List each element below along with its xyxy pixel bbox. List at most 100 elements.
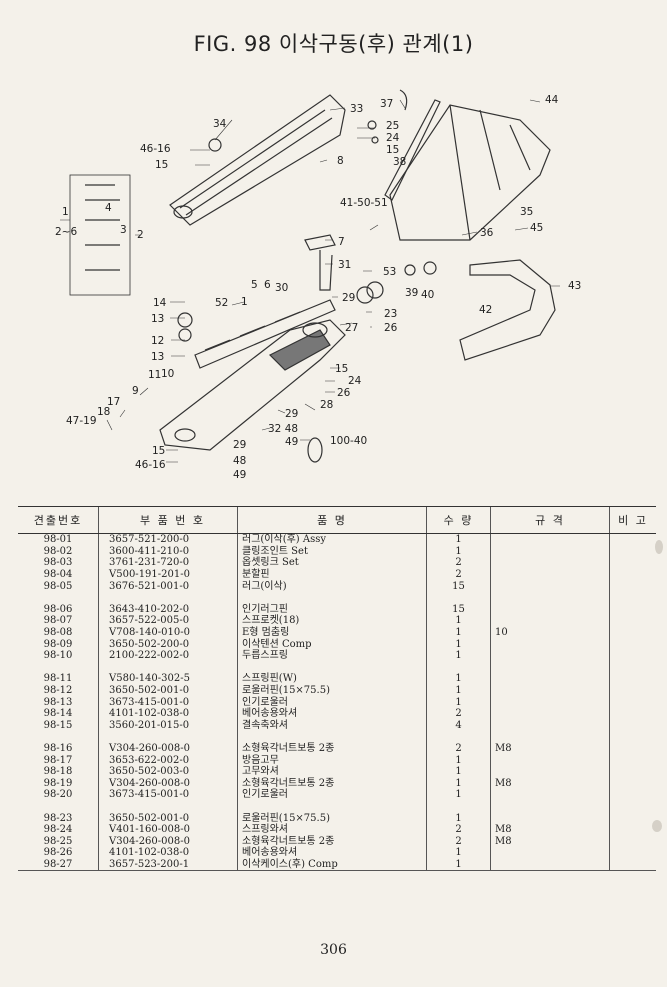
cell-remarks bbox=[609, 789, 656, 801]
cell-part-no: 3650-502-001-0 bbox=[98, 684, 238, 697]
callout-46-16-b: 46-16 bbox=[135, 459, 166, 471]
cell-ref-no: 98-08 bbox=[43, 627, 73, 639]
cell-ref-no: 98-09 bbox=[43, 638, 73, 650]
cell-ref-no: 98-16 bbox=[43, 742, 73, 754]
cell-spec bbox=[490, 568, 610, 581]
callout-4: 4 bbox=[105, 202, 112, 214]
exploded-parts-diagram: 33 34 37 44 25 24 15 38 46-16 15 8 1 2~6… bbox=[30, 80, 640, 490]
cell-quantity: 4 bbox=[426, 719, 491, 732]
callout-11: 11 bbox=[148, 369, 161, 381]
callout-18: 18 bbox=[97, 406, 110, 418]
cell-part-no bbox=[98, 661, 238, 674]
cell-spec bbox=[490, 812, 610, 824]
cell-quantity: 2 bbox=[426, 568, 491, 581]
cell-ref-no: 98-05 bbox=[43, 580, 73, 592]
cell-ref-no bbox=[18, 801, 99, 813]
cell-ref-no bbox=[18, 662, 99, 674]
cell-spec bbox=[490, 684, 610, 697]
cell-part-name: 로울러핀(15×75.5) bbox=[237, 684, 427, 697]
cell-quantity: 1 bbox=[426, 812, 491, 824]
callout-32-48: 32 48 bbox=[268, 423, 298, 435]
cell-part-no: 4101-102-038-0 bbox=[98, 707, 238, 720]
cell-part-no: 3657-523-200-1 bbox=[98, 858, 238, 872]
cell-quantity bbox=[426, 661, 491, 674]
cell-part-no: 3673-415-001-0 bbox=[98, 789, 238, 801]
header-part-no: 부 품 번 호 bbox=[98, 506, 238, 534]
cell-remarks bbox=[609, 858, 656, 872]
callout-17: 17 bbox=[107, 396, 120, 408]
cell-spec bbox=[490, 545, 610, 558]
cell-ref-no: 98-02 bbox=[43, 545, 73, 557]
cell-quantity: 1 bbox=[426, 673, 491, 685]
callout-26-b: 26 bbox=[384, 322, 398, 334]
cell-spec bbox=[490, 847, 610, 859]
callout-15-c: 15 bbox=[335, 363, 348, 375]
cell-ref-no: 98-23 bbox=[43, 812, 73, 824]
cell-ref-no: 98-06 bbox=[43, 603, 73, 615]
callout-42: 42 bbox=[479, 304, 492, 316]
page-stain bbox=[655, 540, 663, 554]
cell-quantity: 2 bbox=[426, 823, 491, 836]
cell-part-no: 3761-231-720-0 bbox=[98, 557, 238, 569]
cell-spec: M8 bbox=[490, 777, 610, 790]
cell-remarks bbox=[609, 649, 656, 662]
cell-ref-no: 98-18 bbox=[43, 766, 73, 778]
cell-part-name: 이삭케이스(후) Comp bbox=[237, 858, 427, 872]
cell-quantity: 1 bbox=[426, 696, 491, 708]
cell-spec: M8 bbox=[490, 823, 610, 836]
callout-5: 5 bbox=[251, 279, 258, 291]
cell-quantity: 15 bbox=[426, 580, 491, 592]
cell-part-no: V401-160-008-0 bbox=[98, 823, 238, 836]
cell-remarks bbox=[609, 812, 656, 824]
cell-spec bbox=[490, 800, 610, 813]
cell-part-no bbox=[98, 731, 238, 743]
cell-quantity: 2 bbox=[426, 742, 491, 755]
cell-part-no: V580-140-302-5 bbox=[98, 673, 238, 685]
cell-ref-no: 98-01 bbox=[43, 534, 73, 546]
cell-quantity: 1 bbox=[426, 626, 491, 639]
lower-case bbox=[159, 319, 346, 451]
cell-part-no: 3560-201-015-0 bbox=[98, 719, 238, 732]
cell-part-name: 클링조인트 Set bbox=[237, 545, 427, 558]
cell-quantity: 1 bbox=[426, 615, 491, 627]
callout-26-c: 26 bbox=[337, 387, 351, 399]
cell-spec bbox=[490, 603, 610, 616]
callout-25-a: 25 bbox=[386, 120, 399, 132]
cell-spec bbox=[490, 731, 610, 743]
table-row bbox=[18, 591, 656, 604]
cell-spec bbox=[490, 557, 610, 569]
page-number: 306 bbox=[320, 942, 347, 958]
cell-quantity: 2 bbox=[426, 835, 491, 848]
cell-part-no: V304-260-008-0 bbox=[98, 777, 238, 790]
cell-quantity: 1 bbox=[426, 858, 491, 872]
callout-35: 35 bbox=[520, 206, 533, 218]
cell-ref-no: 98-24 bbox=[43, 824, 73, 836]
cell-part-no: 3657-522-005-0 bbox=[98, 615, 238, 627]
callout-44: 44 bbox=[545, 94, 559, 106]
cell-remarks bbox=[609, 580, 656, 592]
cell-part-name: 소형육각너트보통 2종 bbox=[237, 742, 427, 755]
cell-part-name: 결속축와셔 bbox=[237, 719, 427, 732]
cell-ref-no: 98-11 bbox=[43, 673, 73, 685]
cell-ref-no: 98-15 bbox=[43, 719, 73, 731]
callout-29-b: 29 bbox=[285, 408, 298, 420]
cell-ref-no: 98-03 bbox=[43, 557, 73, 569]
cell-spec bbox=[490, 707, 610, 720]
cell-quantity bbox=[426, 800, 491, 813]
cell-ref-no: 98-27 bbox=[18, 858, 99, 872]
cell-remarks bbox=[609, 615, 656, 627]
cell-quantity bbox=[426, 591, 491, 604]
cell-part-name: 방음고무 bbox=[237, 754, 427, 766]
cell-part-name: 인기로울러 bbox=[237, 789, 427, 801]
cell-ref-no bbox=[18, 592, 99, 604]
cell-quantity bbox=[426, 731, 491, 743]
cell-part-name bbox=[237, 661, 427, 674]
